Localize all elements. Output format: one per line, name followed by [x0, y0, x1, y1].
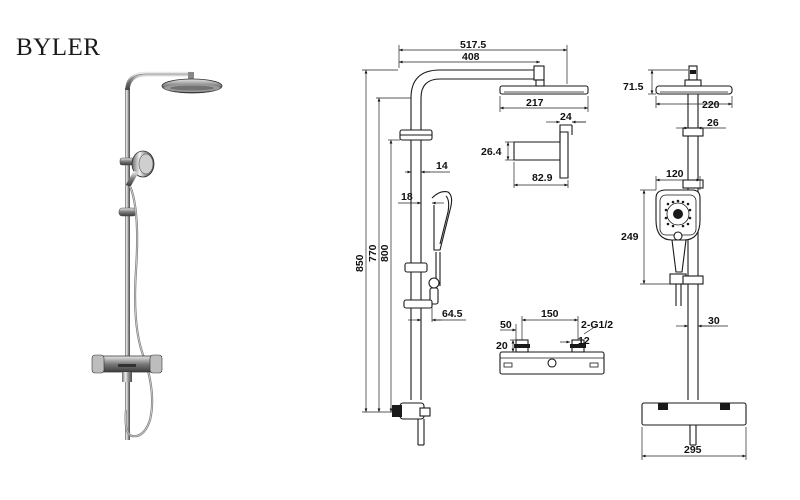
dim-mixer-width: 295	[684, 444, 702, 456]
dim-arm-reach: 408	[462, 51, 480, 63]
dim-rail-diameter: 30	[708, 315, 720, 327]
front-view-drawing: 71.5 220 26 120 249 30 295	[621, 65, 747, 460]
dim-inlet-thread: 2-G1/2	[581, 319, 613, 331]
dim-inlet-20: 20	[496, 340, 508, 352]
dim-total-height: 850	[354, 254, 366, 272]
dim-head-diameter-side: 217	[526, 97, 544, 109]
dim-head-diameter-front: 220	[702, 99, 720, 111]
brand-logo: BYLER	[16, 34, 101, 61]
dim-inlet-50: 50	[500, 319, 512, 331]
dim-height-770: 770	[367, 244, 379, 262]
dim-center-distance: 150	[541, 308, 559, 320]
nozzle-pattern	[664, 199, 692, 228]
dim-rail-offset: 14	[436, 160, 448, 172]
dim-handshower-offset: 18	[401, 191, 413, 203]
dim-height-800: 800	[379, 244, 391, 262]
dim-pipe-diameter: 26	[707, 117, 719, 129]
mixer-detail-drawing: 50 150 2-G1/2 20 12	[496, 308, 613, 375]
dim-head-thickness: 71.5	[623, 81, 644, 93]
dim-handshower-width: 120	[666, 168, 684, 180]
dim-holder-height: 26.4	[481, 146, 502, 158]
side-view-drawing: 517.5 408 217 24 26.4 82.9 14 18	[354, 39, 589, 446]
dim-bottom-offset: 64.5	[442, 308, 463, 320]
product-photo	[91, 71, 223, 440]
dim-inlet-12: 12	[578, 335, 590, 347]
dim-total-reach: 517.5	[460, 39, 486, 51]
dim-arm-width: 24	[560, 111, 572, 123]
dim-holder-depth: 82.9	[532, 172, 553, 184]
dim-handshower-height: 249	[621, 231, 639, 243]
